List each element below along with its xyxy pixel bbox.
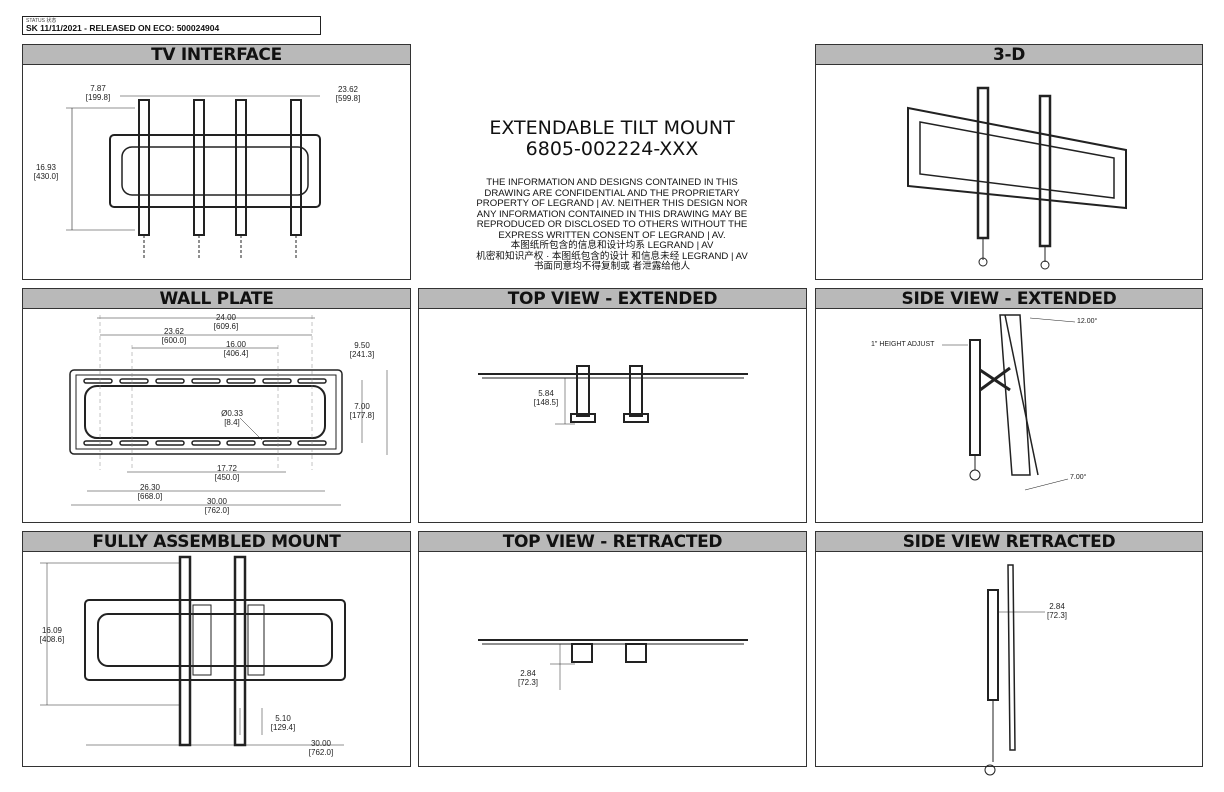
notice-line: 书面同意均不得复制或 者泄露给他人 [533,261,691,272]
dimension-label: 2.84[72.3] [1047,602,1067,620]
dimension-value: 7.87 [90,84,106,93]
tilt-angle-down: 7.00° [1070,474,1087,481]
panel-title: 3-D [816,45,1202,65]
dimension-value: 5.84 [538,389,554,398]
panel-tv-interface: TV INTERFACE [22,44,411,280]
dimension-value: [199.8] [85,93,111,102]
dimension-value: 2.84 [1049,602,1065,611]
panel-side-view-retracted: SIDE VIEW RETRACTED [815,531,1203,767]
dimension-value: [8.4] [224,418,240,427]
dimension-value: 30.00 [310,739,332,748]
confidentiality-notice: THE INFORMATION AND DESIGNS CONTAINED IN… [418,177,806,273]
dimension-value: 16.09 [41,626,63,635]
dimension-value: [408.6] [39,635,65,644]
dimension-value: [72.3] [1046,611,1068,620]
notice-line: ANY INFORMATION CONTAINED IN THIS DRAWIN… [476,208,748,220]
tilt-angle-up: 12.00° [1077,318,1098,325]
dimension-label: 24.00[609.6] [214,313,238,331]
dimension-label: 17.72[450.0] [215,464,239,482]
dimension-label: 16.93[430.0] [34,163,58,181]
dimension-value: [177.8] [349,411,375,420]
panel-fully-assembled: FULLY ASSEMBLED MOUNT [22,531,411,767]
dimension-label: 30.00[762.0] [309,739,333,757]
dimension-label: 5.84[148.5] [534,389,558,407]
panel-title: FULLY ASSEMBLED MOUNT [23,532,410,552]
dimension-label: 5.10[129.4] [271,714,295,732]
dimension-label: 23.62[599.8] [336,85,360,103]
notice-line: DRAWING ARE CONFIDENTIAL AND THE PROPRIE… [484,187,740,199]
status-box: STATUS 状态 SK 11/11/2021 - RELEASED ON EC… [22,16,321,35]
dimension-value: 17.72 [216,464,238,473]
notice-line: PROPERTY OF LEGRAND | AV. NEITHER THIS D… [476,198,748,209]
panel-3d: 3-D [815,44,1203,280]
dimension-value: 24.00 [215,313,237,322]
dimension-label: 26.30[668.0] [138,483,162,501]
panel-top-view-retracted: TOP VIEW - RETRACTED [418,531,807,767]
dimension-value: [129.4] [270,723,296,732]
notice-line: 本图纸所包含的信息和设计均系 LEGRAND | AV [510,240,714,251]
panel-title: TOP VIEW - RETRACTED [419,532,806,552]
panel-top-view-extended: TOP VIEW - EXTENDED [418,288,807,523]
notice-line: 机密和知识产权 · 本图纸包含的设计 和信息未经 LEGRAND | AV [476,250,748,262]
dimension-value: [72.3] [517,678,539,687]
dimension-value: 9.50 [354,341,370,350]
height-adjust-callout: 1" HEIGHT ADJUST [871,341,935,348]
dimension-label: 9.50[241.3] [350,341,374,359]
dimension-value: [599.8] [335,94,361,103]
panel-title: TV INTERFACE [23,45,410,65]
dimension-value: Ø0.33 [221,409,243,418]
panel-title: WALL PLATE [23,289,410,309]
dimension-value: 26.30 [139,483,161,492]
panel-title: TOP VIEW - EXTENDED [419,289,806,309]
panel-title: SIDE VIEW RETRACTED [816,532,1202,552]
dimension-value: [762.0] [204,506,230,515]
dimension-label: 16.09[408.6] [40,626,64,644]
dimension-value: [668.0] [137,492,163,501]
dimension-value: [600.0] [161,336,187,345]
notice-line: EXPRESS WRITTEN CONSENT OF LEGRAND | AV. [498,229,726,241]
dimension-value: [450.0] [214,473,240,482]
dimension-label: 7.87[199.8] [86,84,110,102]
part-number: 6805-002224-XXX [525,138,699,160]
drawing-title: EXTENDABLE TILT MOUNT [489,117,735,139]
dimension-label: 2.84[72.3] [518,669,538,687]
dimension-value: 7.00 [354,402,370,411]
dimension-value: [430.0] [33,172,59,181]
panel-title: SIDE VIEW - EXTENDED [816,289,1202,309]
notice-line: THE INFORMATION AND DESIGNS CONTAINED IN… [486,177,738,188]
dimension-value: 23.62 [337,85,359,94]
dimension-value: 5.10 [275,714,291,723]
dimension-label: Ø0.33[8.4] [221,409,243,427]
dimension-value: [762.0] [308,748,334,757]
dimension-label: 23.62[600.0] [162,327,186,345]
dimension-value: 2.84 [520,669,536,678]
dimension-value: 23.62 [163,327,185,336]
notice-line: REPRODUCED OR DISCLOSED TO OTHERS WITHOU… [476,219,748,230]
dimension-value: [406.4] [223,349,249,358]
status-value: SK 11/11/2021 - RELEASED ON ECO: 5000249… [26,23,220,33]
panel-side-view-extended: SIDE VIEW - EXTENDED [815,288,1203,523]
dimension-label: 7.00[177.8] [350,402,374,420]
dimension-value: [241.3] [349,350,375,359]
dimension-value: [609.6] [213,322,239,331]
dimension-value: 16.93 [35,163,57,172]
status-caption: STATUS 状态 [26,18,57,24]
dimension-value: 30.00 [206,497,228,506]
dimension-value: [148.5] [533,398,559,407]
dimension-value: 16.00 [225,340,247,349]
dimension-label: 16.00[406.4] [224,340,248,358]
dimension-label: 30.00[762.0] [205,497,229,515]
